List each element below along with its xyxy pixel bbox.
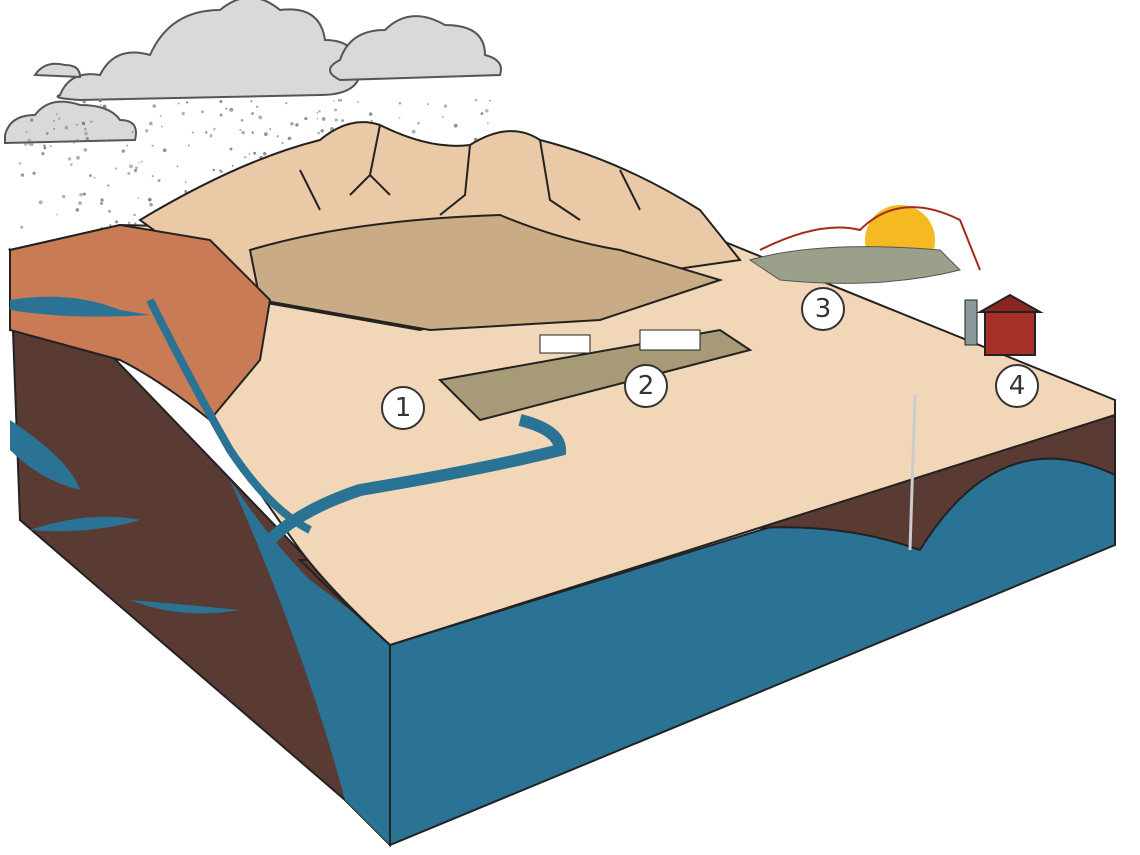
rain-clouds: [4, 0, 502, 145]
town: [748, 246, 961, 284]
marker-2: 2: [624, 364, 668, 408]
marker-label: 1: [394, 393, 412, 423]
barn: [964, 293, 1044, 356]
marker-label: 4: [1008, 371, 1026, 401]
marker-4: 4: [995, 364, 1039, 408]
farm-fields: [437, 328, 753, 422]
marker-1: 1: [381, 386, 425, 430]
well-pipe: [908, 394, 917, 551]
river: [265, 414, 567, 545]
marker-label: 2: [637, 371, 655, 401]
marker-label: 3: [814, 294, 832, 324]
cliffs: [9, 223, 272, 422]
marker-3: 3: [801, 287, 845, 331]
